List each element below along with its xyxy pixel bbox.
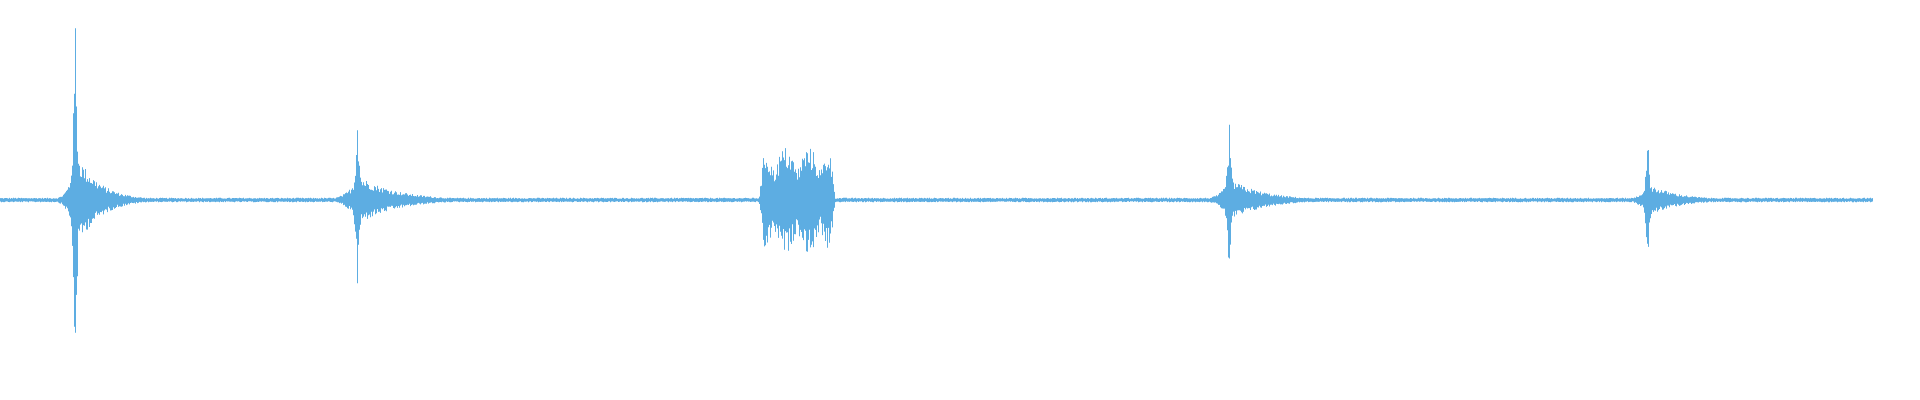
waveform-event-1 (55, 1, 95, 400)
waveform-amplitude (0, 28, 1873, 333)
waveform-event-5 (1627, 133, 1667, 267)
waveform-event-4 (1209, 113, 1249, 287)
waveform-samples (0, 28, 1873, 333)
waveform-event-2 (337, 99, 377, 301)
waveform-event-3 (758, 147, 835, 253)
